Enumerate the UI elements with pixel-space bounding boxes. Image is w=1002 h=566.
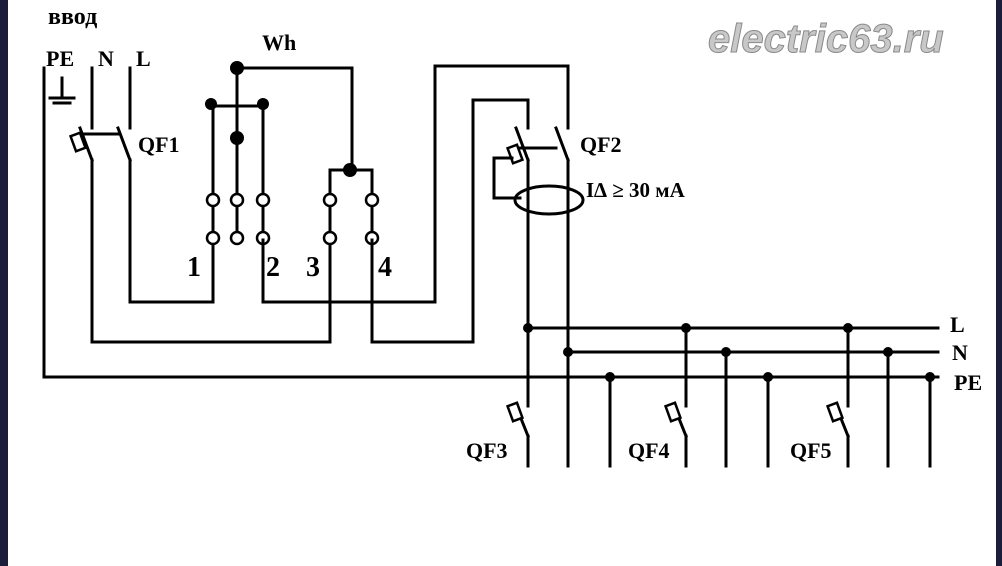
breaker-qf2	[492, 126, 585, 216]
wire-n-to-meter-3	[90, 158, 332, 344]
breaker-qf1	[68, 66, 132, 162]
input-l-label: L	[136, 46, 151, 71]
meter-label: Wh	[262, 30, 296, 55]
meter-wh	[205, 61, 380, 246]
group-qf4	[663, 326, 770, 468]
input-pe-label: PE	[46, 46, 74, 71]
wire-l-to-meter-1	[128, 158, 215, 304]
qf1-label: QF1	[138, 132, 180, 157]
group-qf5	[825, 326, 932, 468]
watermark: electric63.ru	[708, 17, 944, 61]
meter-terminal-3: 3	[306, 252, 320, 283]
wire-pe	[42, 66, 940, 379]
bus-n-label: N	[952, 340, 968, 365]
input-title: ввод	[48, 4, 97, 30]
bus-pe-label: PE	[954, 370, 982, 395]
meter-terminal-2: 2	[266, 252, 280, 283]
qf3-label: QF3	[466, 438, 508, 463]
diagram-background	[8, 0, 996, 566]
bus-l-label: L	[950, 312, 965, 337]
meter-terminal-4: 4	[378, 252, 392, 283]
qf4-label: QF4	[628, 438, 670, 463]
qf2-rating: I∆ ≥ 30 мА	[586, 178, 686, 202]
input-n-label: N	[98, 46, 114, 71]
ground-icon	[48, 76, 76, 105]
qf5-label: QF5	[790, 438, 832, 463]
wire-n-to-qf2	[370, 98, 530, 344]
wire-l-to-qf2	[261, 64, 570, 304]
qf2-label: QF2	[580, 132, 622, 157]
group-qf3	[505, 375, 612, 468]
meter-terminal-1: 1	[187, 252, 201, 283]
